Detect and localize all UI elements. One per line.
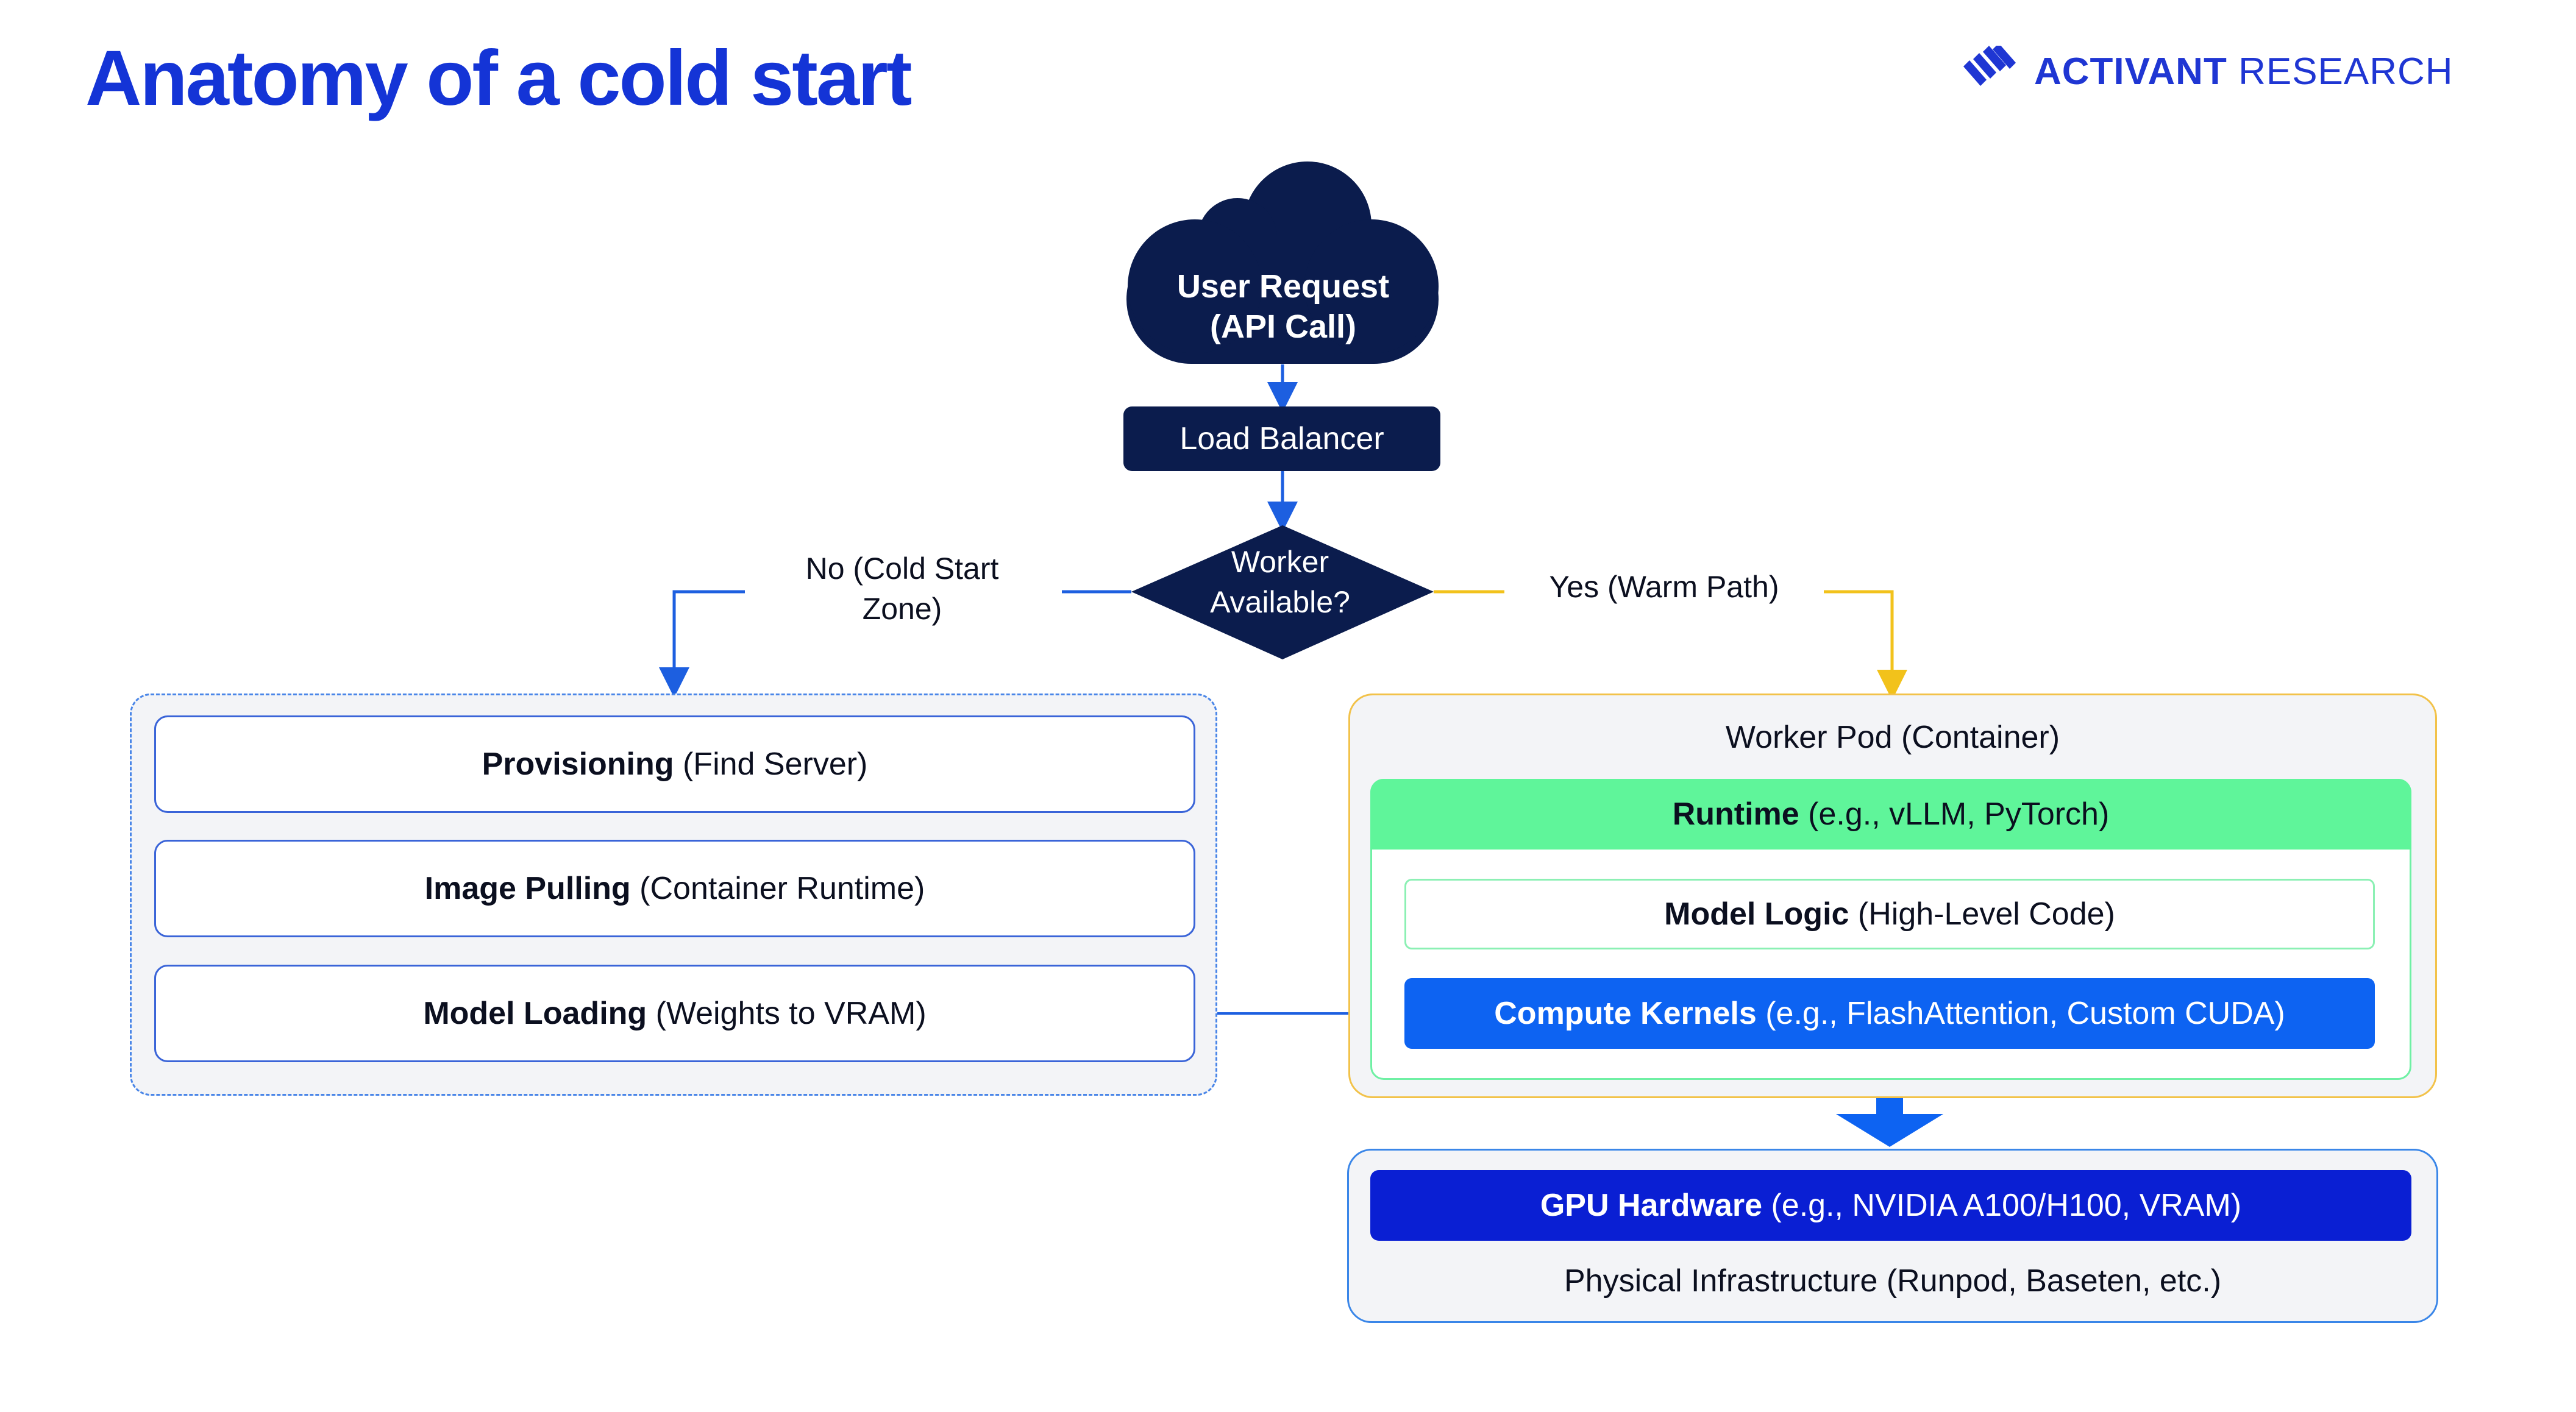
runtime-layer: Runtime (e.g., vLLM, PyTorch) — [1370, 779, 2411, 850]
activant-logo-icon — [1963, 46, 2016, 86]
cold-step-model-loading: Model Loading (Weights to VRAM) — [154, 965, 1195, 1062]
brand-name: ACTIVANT RESEARCH — [2034, 50, 2453, 93]
no-branch-line2: Zone) — [862, 592, 942, 626]
compute-kernels-detail: (e.g., FlashAttention, Custom CUDA) — [1765, 996, 2285, 1031]
brand-logo: ACTIVANT RESEARCH — [1960, 46, 2453, 97]
compute-kernels-bold: Compute Kernels — [1494, 996, 1757, 1031]
user-request-label: User Request (API Call) — [1146, 255, 1420, 358]
user-request-line1: User Request — [1176, 268, 1390, 305]
brand-name-light: RESEARCH — [2238, 50, 2453, 93]
decision-label: Worker Available? — [1158, 536, 1402, 628]
model-logic-detail: (High-Level Code) — [1857, 896, 2115, 932]
cold-step-detail: (Container Runtime) — [639, 871, 925, 906]
cold-step-detail: (Weights to VRAM) — [655, 996, 927, 1031]
model-logic-layer: Model Logic (High-Level Code) — [1404, 879, 2375, 949]
cold-step-detail: (Find Server) — [682, 747, 868, 782]
worker-pod-label: Worker Pod (Container) — [1725, 720, 2060, 755]
runtime-detail: (e.g., vLLM, PyTorch) — [1808, 796, 2110, 832]
cold-step-image-pulling: Image Pulling (Container Runtime) — [154, 840, 1195, 937]
yes-branch-label: Yes (Warm Path) — [1549, 570, 1779, 604]
cold-step-bold: Image Pulling — [424, 871, 631, 906]
compute-kernels-layer: Compute Kernels (e.g., FlashAttention, C… — [1404, 978, 2375, 1049]
decision-diamond — [1131, 525, 1434, 659]
cold-step-provisioning: Provisioning (Find Server) — [154, 715, 1195, 813]
model-logic-bold: Model Logic — [1664, 896, 1849, 932]
cold-step-bold: Provisioning — [482, 747, 674, 782]
gpu-hardware-layer: GPU Hardware (e.g., NVIDIA A100/H100, VR… — [1370, 1170, 2411, 1241]
gpu-detail: (e.g., NVIDIA A100/H100, VRAM) — [1771, 1188, 2242, 1223]
load-balancer-node: Load Balancer — [1123, 406, 1440, 471]
user-request-line2: (API Call) — [1209, 308, 1356, 345]
infrastructure-label: Physical Infrastructure (Runpod, Baseten… — [1564, 1263, 2222, 1299]
decision-line1: Worker — [1231, 545, 1329, 579]
gpu-bold: GPU Hardware — [1540, 1188, 1762, 1223]
decision-line2: Available? — [1210, 585, 1350, 619]
no-branch-line1: No (Cold Start — [805, 552, 999, 586]
cold-step-bold: Model Loading — [423, 996, 647, 1031]
page-title: Anatomy of a cold start — [85, 35, 912, 122]
runtime-bold: Runtime — [1672, 796, 1799, 832]
user-request-cloud — [1126, 161, 1439, 364]
brand-name-bold: ACTIVANT — [2034, 50, 2227, 93]
no-branch-label: No (Cold Start Zone) — [759, 548, 1045, 634]
